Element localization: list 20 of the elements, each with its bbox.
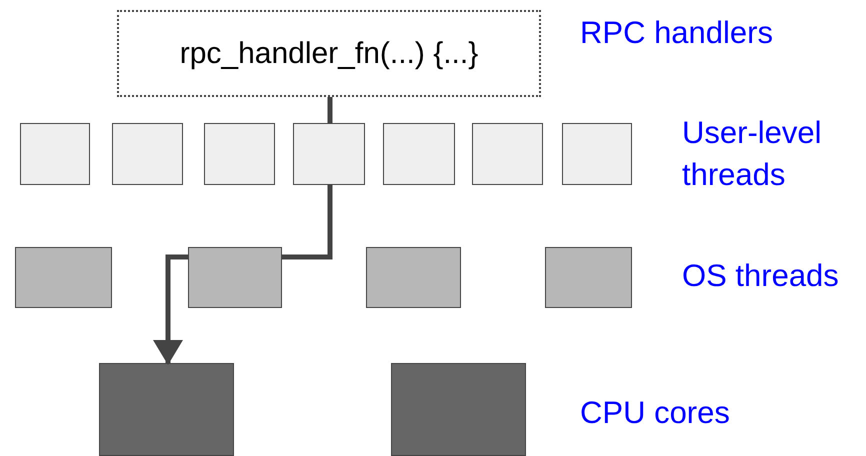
thread-box	[15, 247, 112, 308]
core-box	[391, 363, 526, 456]
thread-box	[293, 123, 365, 185]
layer-label: CPU cores	[580, 394, 731, 432]
function-signature: rpc_handler_fn(...) {...}	[180, 36, 478, 72]
layer-label: RPC handlers	[580, 14, 774, 52]
layer-label: OS threads	[682, 257, 840, 295]
thread-box	[383, 123, 455, 185]
thread-box	[188, 247, 282, 308]
core-box	[99, 363, 234, 456]
arrow	[153, 254, 188, 365]
thread-box	[20, 123, 90, 185]
thread-box	[545, 247, 632, 308]
thread-box	[562, 123, 632, 185]
thread-box	[112, 123, 183, 185]
thread-box	[366, 247, 461, 308]
thread-box	[204, 123, 275, 185]
layer-label: User-level threads	[682, 114, 823, 194]
thread-box	[472, 123, 543, 185]
handler-box	[117, 10, 541, 97]
